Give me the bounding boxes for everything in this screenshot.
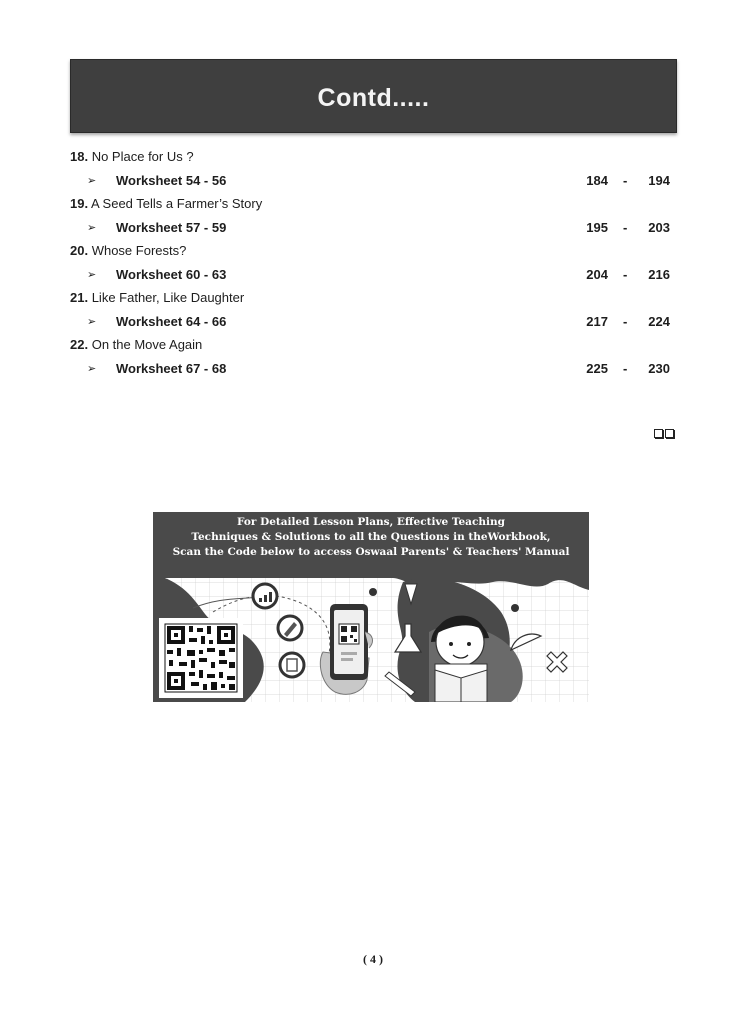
cross-icon xyxy=(546,651,568,673)
page-end: 230 xyxy=(648,360,670,376)
page-end: 194 xyxy=(648,172,670,188)
worksheet-row[interactable]: ➢ Worksheet 67 - 68 225 - 230 xyxy=(70,359,670,383)
page-start: 217 xyxy=(586,313,608,329)
page-range-separator: - xyxy=(623,172,628,188)
chapter-heading[interactable]: 21. Like Father, Like Daughter xyxy=(70,288,670,312)
worksheet-row[interactable]: ➢ Worksheet 64 - 66 217 - 224 xyxy=(70,312,670,336)
page-range-separator: - xyxy=(623,266,628,282)
paperclip-icon xyxy=(511,604,519,612)
protractor-icon xyxy=(510,633,543,652)
page-range-separator: - xyxy=(623,219,628,235)
flask-icon xyxy=(393,623,423,653)
boy-reading-icon xyxy=(431,615,489,702)
banner-line: For Detailed Lesson Plans, Effective Tea… xyxy=(237,516,505,528)
banner-line: Techniques & Solutions to all the Questi… xyxy=(191,531,551,543)
chapter-title: No Place for Us ? xyxy=(91,149,194,164)
page-start: 204 xyxy=(586,266,608,282)
worksheet-label: Worksheet 60 - 63 xyxy=(116,266,227,282)
chapter-title: A Seed Tells a Farmer’s Story xyxy=(90,196,263,211)
chapter-heading[interactable]: 19. A Seed Tells a Farmer’s Story xyxy=(70,194,670,218)
page-start: 184 xyxy=(586,172,608,188)
page-end: 224 xyxy=(648,313,670,329)
ruler-icon xyxy=(404,583,418,606)
chapter-number: 22. xyxy=(70,337,89,352)
arrowhead-bullet-icon: ➢ xyxy=(87,221,97,234)
worksheet-label: Worksheet 57 - 59 xyxy=(116,219,227,235)
worksheet-row[interactable]: ➢ Worksheet 57 - 59 195 - 203 xyxy=(70,218,670,242)
worksheet-label: Worksheet 54 - 56 xyxy=(116,172,227,188)
chart-circle-icon xyxy=(251,582,279,610)
page-range-separator: - xyxy=(623,360,628,376)
banner-message: For Detailed Lesson Plans, Effective Tea… xyxy=(153,515,589,560)
qr-code-icon xyxy=(159,618,243,698)
banner-illustration xyxy=(153,574,589,702)
chapter-number: 20. xyxy=(70,243,89,258)
chapter-title: Whose Forests? xyxy=(91,243,187,258)
chapter-heading[interactable]: 18. No Place for Us ? xyxy=(70,147,670,171)
pencil-icon xyxy=(384,671,416,697)
page-start: 195 xyxy=(586,219,608,235)
teachers-manual-banner[interactable]: For Detailed Lesson Plans, Effective Tea… xyxy=(153,512,589,702)
chapter-title: On the Move Again xyxy=(91,337,203,352)
banner-header-band xyxy=(153,512,589,574)
chapter-heading[interactable]: 20. Whose Forests? xyxy=(70,241,670,265)
pencil-circle-icon xyxy=(276,614,304,642)
document-circle-icon xyxy=(278,651,306,679)
arrowhead-bullet-icon: ➢ xyxy=(87,315,97,328)
page-number: ( 4 ) xyxy=(363,952,383,966)
end-of-section-mark-icon xyxy=(654,429,674,438)
table-of-contents: 18. No Place for Us ? ➢ Worksheet 54 - 5… xyxy=(70,147,670,382)
banner-line: Scan the Code below to access Oswaal Par… xyxy=(172,546,570,558)
page-range-separator: - xyxy=(623,313,628,329)
worksheet-row[interactable]: ➢ Worksheet 54 - 56 184 - 194 xyxy=(70,171,670,195)
page-title: Contd..... xyxy=(317,83,430,112)
section-header: Contd..... xyxy=(70,59,677,133)
chapter-number: 19. xyxy=(70,196,89,211)
paperclip-icon xyxy=(369,588,377,596)
page-end: 216 xyxy=(648,266,670,282)
phone-with-qr-icon xyxy=(319,604,373,695)
chapter-number: 21. xyxy=(70,290,89,305)
chapter-heading[interactable]: 22. On the Move Again xyxy=(70,335,670,359)
arrowhead-bullet-icon: ➢ xyxy=(87,174,97,187)
arrowhead-bullet-icon: ➢ xyxy=(87,362,97,375)
arrowhead-bullet-icon: ➢ xyxy=(87,268,97,281)
chapter-number: 18. xyxy=(70,149,89,164)
worksheet-row[interactable]: ➢ Worksheet 60 - 63 204 - 216 xyxy=(70,265,670,289)
worksheet-label: Worksheet 64 - 66 xyxy=(116,313,227,329)
page-start: 225 xyxy=(586,360,608,376)
page-end: 203 xyxy=(648,219,670,235)
chapter-title: Like Father, Like Daughter xyxy=(91,290,245,305)
worksheet-label: Worksheet 67 - 68 xyxy=(116,360,227,376)
